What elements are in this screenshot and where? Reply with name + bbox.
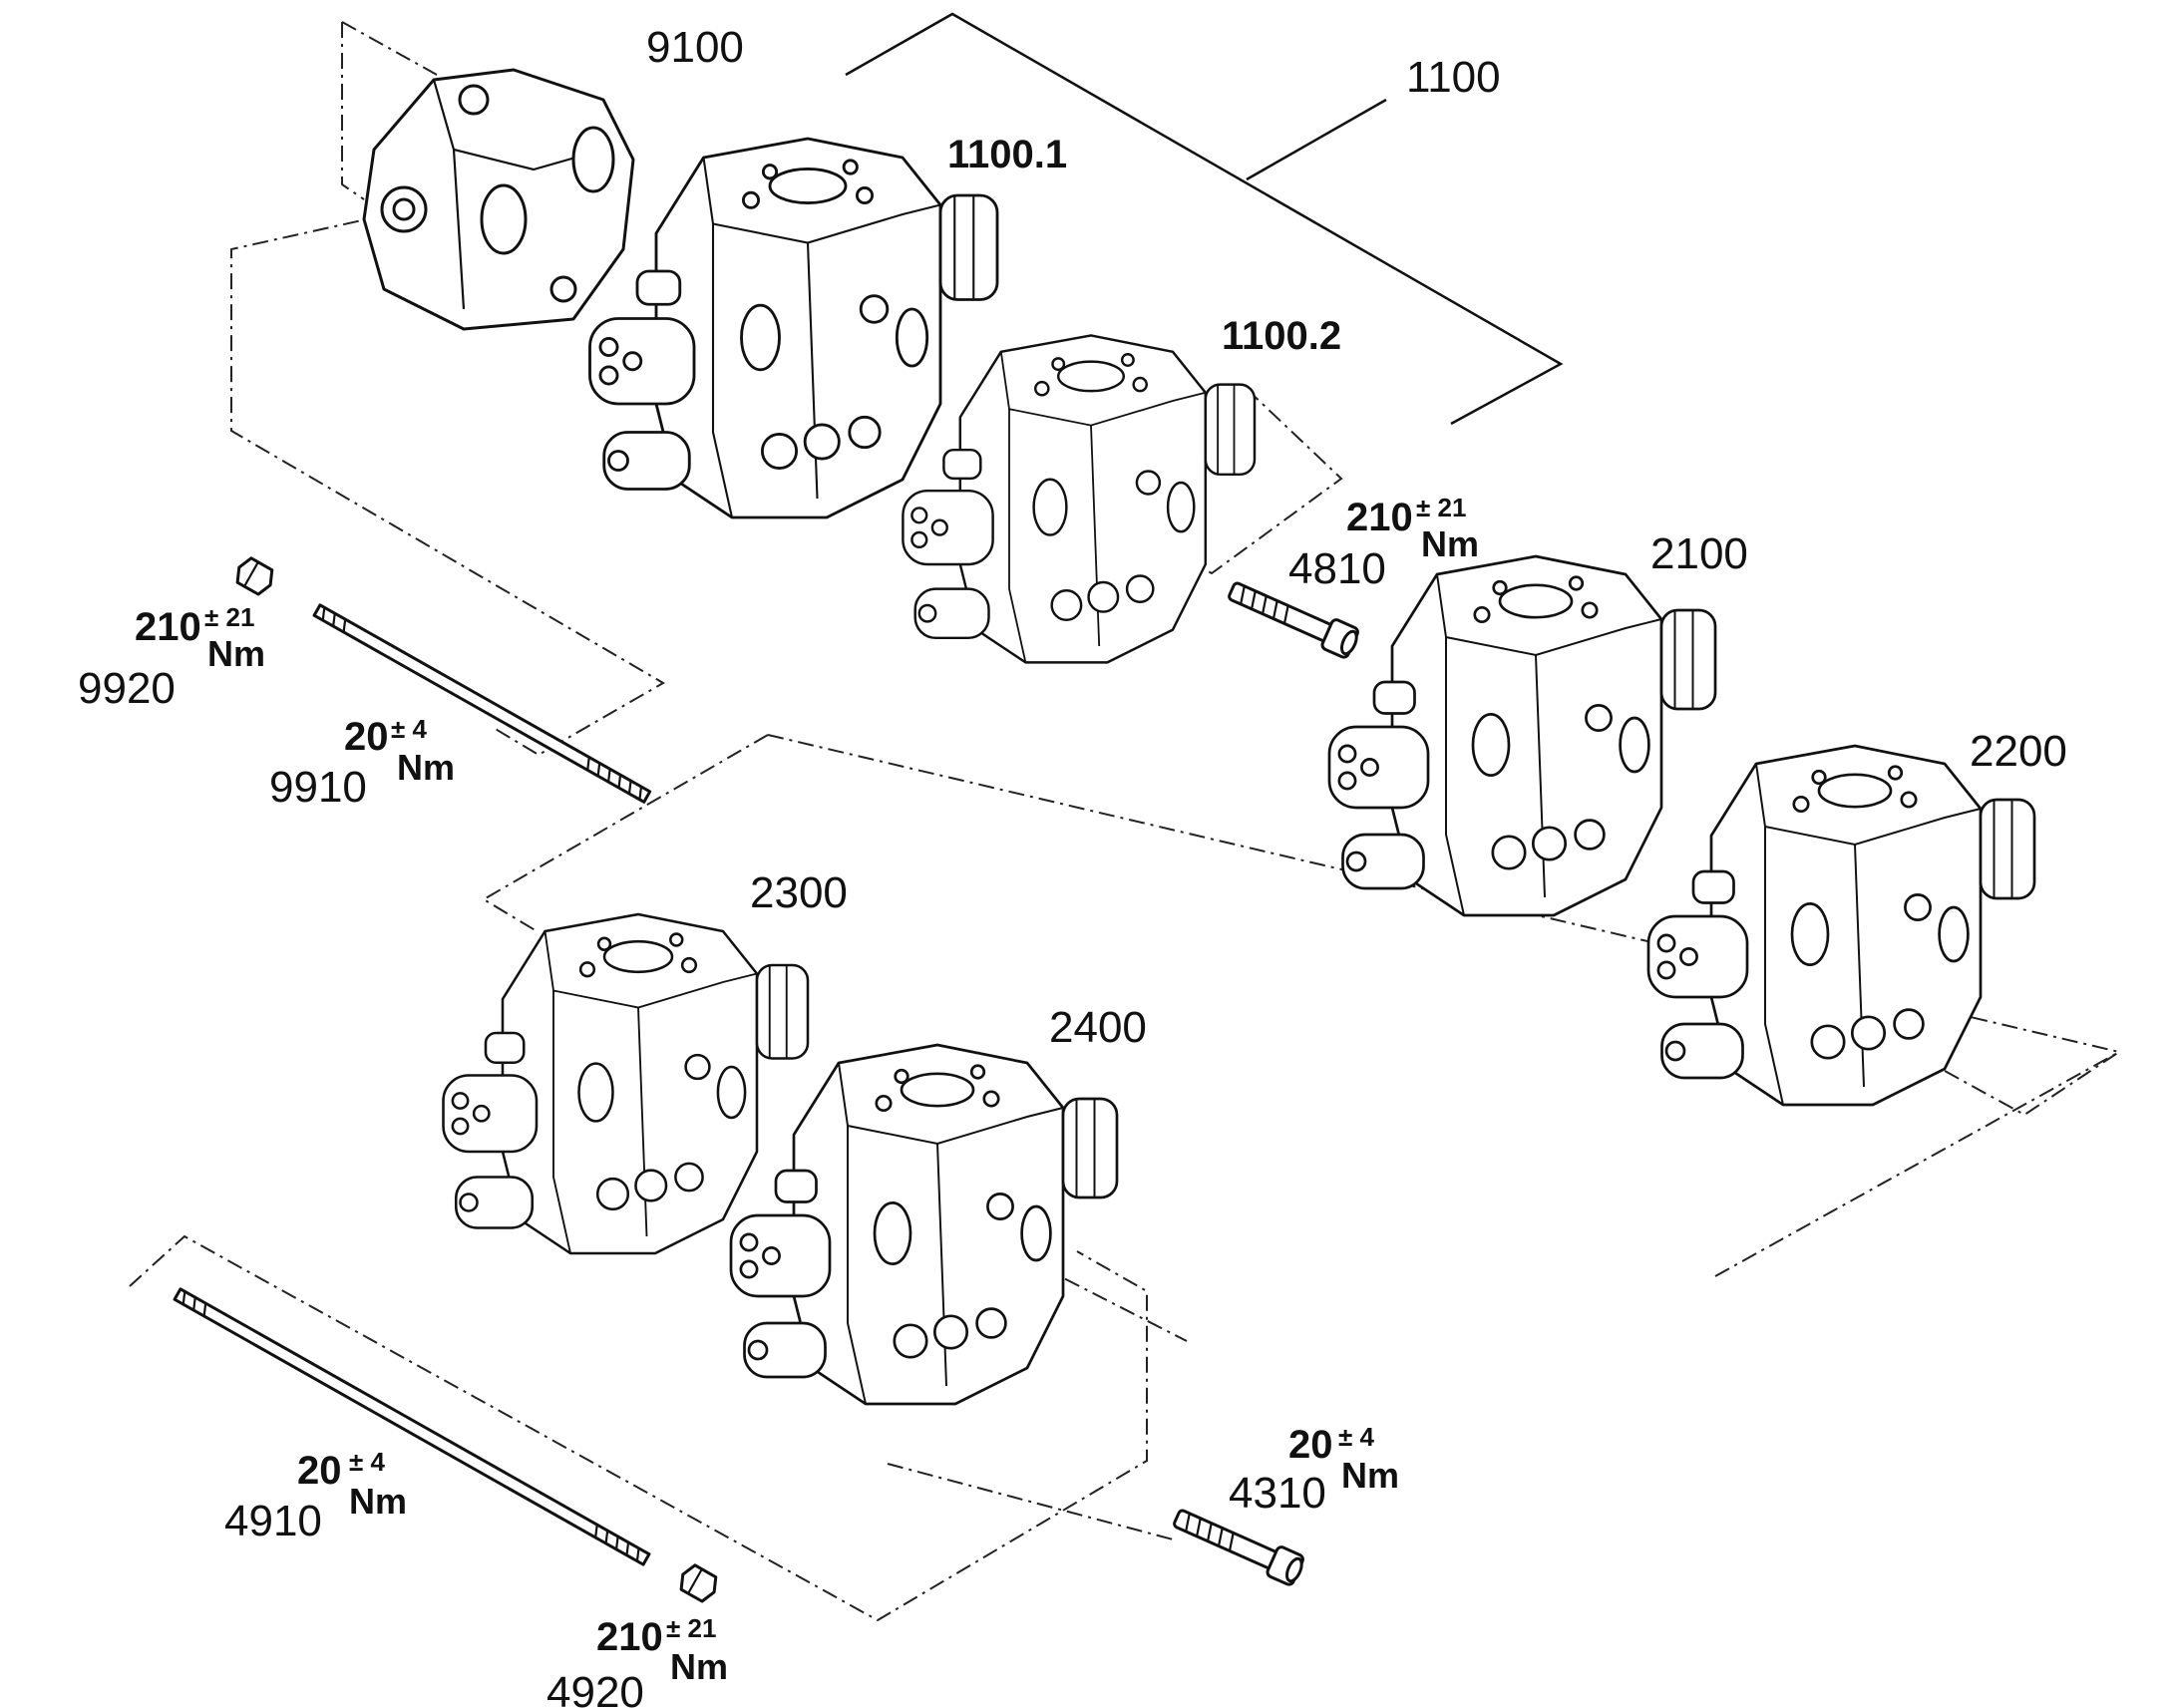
label-9910: 9910 — [269, 763, 367, 812]
label-2400: 2400 — [1049, 1003, 1147, 1052]
svg-text:Nm: Nm — [349, 1481, 407, 1522]
nut-9920 — [230, 553, 279, 599]
assembly-line-top — [341, 21, 438, 200]
svg-text:± 4: ± 4 — [1338, 1422, 1374, 1452]
assembly-line-lower — [129, 1234, 1148, 1622]
svg-text:± 4: ± 4 — [391, 714, 427, 744]
torque-9910: 20 ± 4 Nm — [344, 714, 455, 788]
valve-section-2100 — [1327, 554, 1717, 917]
svg-text:Nm: Nm — [1341, 1455, 1399, 1496]
svg-text:210: 210 — [1346, 496, 1413, 539]
torque-9920: 210 ± 21 Nm — [135, 602, 265, 674]
svg-text:20: 20 — [297, 1449, 342, 1493]
svg-text:± 21: ± 21 — [666, 1613, 716, 1643]
svg-text:Nm: Nm — [1421, 523, 1479, 564]
svg-text:± 4: ± 4 — [349, 1447, 385, 1477]
label-4310: 4310 — [1229, 1469, 1326, 1518]
label-2100: 2100 — [1650, 529, 1748, 578]
label-1100-2: 1100.2 — [1222, 314, 1341, 358]
nut-4920 — [674, 1560, 723, 1606]
assembly-line-left — [230, 213, 665, 757]
svg-text:Nm: Nm — [397, 747, 455, 788]
valve-section-1100-2 — [902, 334, 1257, 664]
label-1100: 1100 — [1406, 53, 1501, 102]
valve-section-1100-1 — [588, 137, 999, 519]
svg-text:Nm: Nm — [670, 1646, 728, 1687]
torque-4910: 20 ± 4 Nm — [297, 1447, 407, 1522]
valve-section-2200 — [1646, 744, 2036, 1107]
group-1100-leader — [1246, 98, 1387, 181]
svg-text:20: 20 — [344, 715, 389, 759]
label-2300: 2300 — [750, 868, 848, 917]
label-9920: 9920 — [78, 664, 176, 713]
valve-section-2300 — [442, 912, 810, 1255]
valve-section-2400 — [729, 1043, 1119, 1406]
svg-text:± 21: ± 21 — [1416, 493, 1466, 522]
torque-4810: 210 ± 21 Nm — [1346, 493, 1479, 564]
group-1100-bracket — [845, 12, 1564, 426]
label-1100-1: 1100.1 — [947, 133, 1067, 176]
label-2200: 2200 — [1970, 727, 2067, 776]
svg-text:± 21: ± 21 — [204, 602, 254, 632]
torque-4920: 210 ± 21 Nm — [596, 1613, 728, 1687]
label-9100: 9100 — [646, 23, 744, 72]
svg-text:20: 20 — [1288, 1423, 1333, 1467]
tie-rod-4910 — [173, 1287, 651, 1566]
assembly-line-right — [1714, 1051, 2120, 1277]
torque-4310: 20 ± 4 Nm — [1288, 1422, 1399, 1496]
svg-text:Nm: Nm — [207, 633, 265, 674]
svg-text:210: 210 — [596, 1615, 663, 1659]
svg-text:210: 210 — [135, 605, 201, 649]
label-4810: 4810 — [1288, 544, 1386, 593]
label-4910: 4910 — [224, 1497, 322, 1545]
end-cover-9100 — [362, 68, 635, 331]
label-4920: 4920 — [546, 1668, 644, 1708]
